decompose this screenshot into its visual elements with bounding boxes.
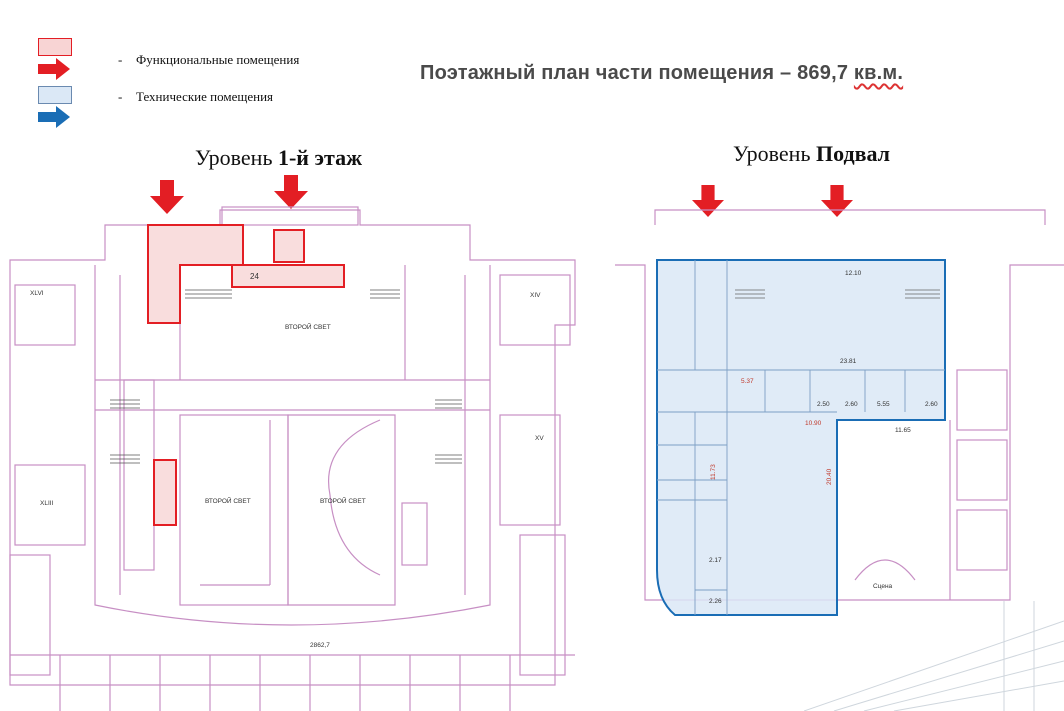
entrance-arrow-icon bbox=[821, 185, 853, 217]
basement-cell-5: 2.60 bbox=[925, 401, 938, 408]
legend-functional-dash: - bbox=[118, 52, 123, 67]
floor-plan-first-floor: 24 ВТОРОЙ СВЕТ ВТОРОЙ СВЕТ ВТОРОЙ СВЕТ 2… bbox=[9, 206, 576, 711]
legend-technical-dash: - bbox=[118, 89, 123, 104]
level-heading-first-floor: Уровень 1-й этаж bbox=[195, 145, 362, 171]
page-title-main: Поэтажный план части помещения – 869,7 bbox=[420, 62, 854, 84]
room-24-label: 24 bbox=[250, 272, 259, 281]
legend-functional-arrow-icon bbox=[38, 58, 70, 80]
roman-xv-label: XV bbox=[535, 435, 544, 442]
legend: - Функциональные помещения - Технические… bbox=[38, 36, 358, 131]
basement-cell-3: 2.60 bbox=[845, 401, 858, 408]
level-right-prefix: Уровень bbox=[733, 141, 816, 166]
legend-technical-swatch bbox=[38, 86, 72, 104]
technical-zone bbox=[656, 259, 946, 616]
basement-stage-label: Сцена bbox=[873, 583, 893, 590]
basement-area-main: 23.81 bbox=[840, 358, 857, 365]
legend-functional-swatch bbox=[38, 38, 72, 56]
roman-xliii-label: XLIII bbox=[40, 500, 54, 507]
basement-vertical-2: 20.40 bbox=[826, 468, 833, 485]
floor-plan-basement: 12.10 23.81 11.65 10.90 5.37 2.50 2.60 5… bbox=[615, 209, 1064, 616]
roman-xiv-label: XIV bbox=[530, 292, 541, 299]
entrance-arrow-icon bbox=[274, 175, 308, 209]
level-left-bold: 1-й этаж bbox=[277, 145, 363, 170]
basement-cell-4: 5.55 bbox=[877, 401, 890, 408]
functional-zone bbox=[153, 459, 177, 526]
lower-area-label: 2862,7 bbox=[310, 642, 330, 649]
page-title: Поэтажный план части помещения – 869,7 к… bbox=[420, 62, 903, 85]
hall-right-label: ВТОРОЙ СВЕТ bbox=[320, 496, 366, 505]
legend-functional-label: Функциональные помещения bbox=[136, 52, 300, 67]
basement-width-top: 12.10 bbox=[845, 270, 862, 277]
basement-small-1: 2.17 bbox=[709, 557, 722, 564]
basement-cell-1: 5.37 bbox=[741, 378, 754, 385]
level-heading-basement: Уровень Подвал bbox=[733, 141, 890, 167]
hall-left-label: ВТОРОЙ СВЕТ bbox=[205, 496, 251, 505]
hall-top-label: ВТОРОЙ СВЕТ bbox=[285, 322, 331, 331]
legend-technical-arrow-icon bbox=[38, 106, 70, 128]
roman-xlvi-label: XLVI bbox=[30, 290, 44, 297]
basement-vertical-1: 11.73 bbox=[710, 464, 717, 480]
basement-cell-2: 2.50 bbox=[817, 401, 830, 408]
background-decoration bbox=[804, 601, 1064, 711]
basement-area-right: 11.65 bbox=[895, 427, 911, 434]
level-left-prefix: Уровень bbox=[195, 145, 278, 170]
legend-technical-label: Технические помещения bbox=[136, 89, 274, 104]
page-title-unit: кв.м. bbox=[853, 62, 904, 84]
functional-zone-24 bbox=[231, 264, 345, 288]
functional-zone bbox=[147, 224, 244, 324]
functional-zone bbox=[273, 229, 305, 263]
level-right-bold: Подвал bbox=[815, 141, 891, 166]
basement-width-mid: 10.90 bbox=[805, 420, 822, 427]
basement-small-2: 2.26 bbox=[709, 598, 722, 605]
entrance-arrow-icon bbox=[692, 185, 724, 217]
entrance-arrow-icon bbox=[150, 180, 184, 214]
